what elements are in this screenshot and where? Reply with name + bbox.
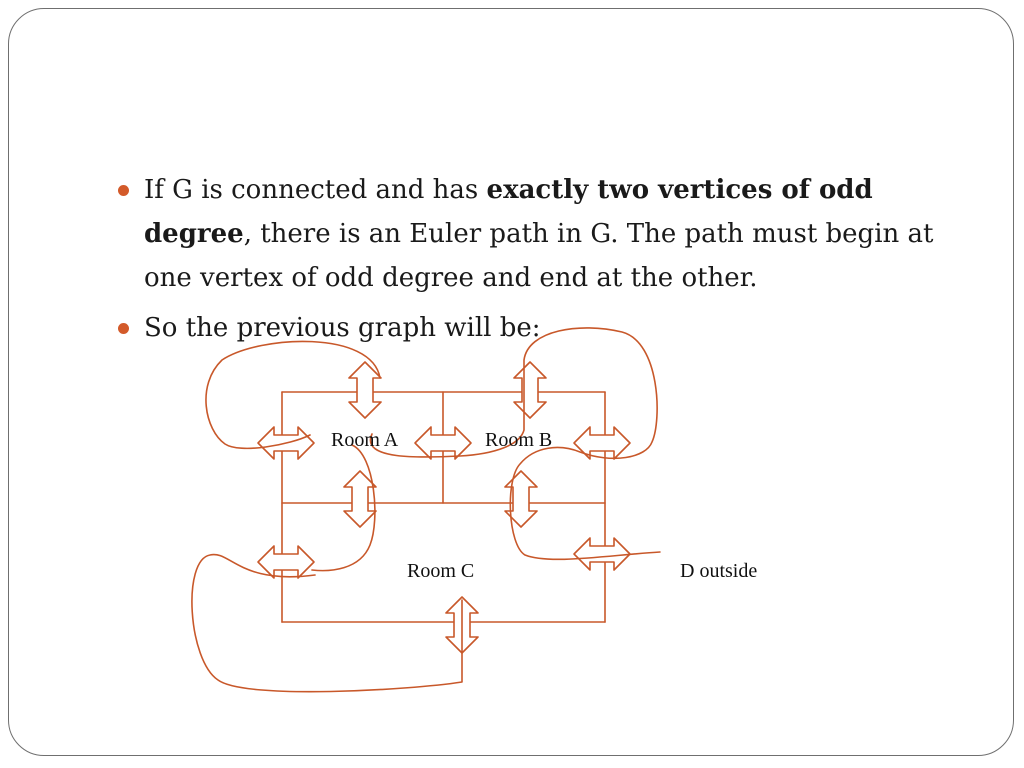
door-arrow-icon	[573, 426, 631, 460]
bullet-list: If G is connected and has exactly two ve…	[118, 168, 938, 356]
bullet-bold-phrase: exactly two vertices of odd degree	[144, 175, 873, 249]
door-arrow-icon	[257, 545, 315, 579]
room-b-label: Room B	[485, 429, 552, 451]
bullet-dot-icon	[118, 323, 129, 334]
bullet-item-previous-graph: So the previous graph will be:	[118, 306, 938, 350]
door-arrow-icon	[513, 361, 547, 419]
bullet-text-after: , there is an Euler path in G. The path …	[144, 219, 934, 293]
door-arrow-icon	[573, 537, 631, 571]
room-a-label: Room A	[331, 429, 399, 451]
door-arrows	[257, 361, 631, 654]
bullet-item-euler-path: If G is connected and has exactly two ve…	[118, 168, 938, 300]
bullet-dot-icon	[118, 185, 129, 196]
door-arrow-icon	[348, 361, 382, 419]
bullet-text: So the previous graph will be:	[144, 313, 541, 343]
outside-label: D outside	[680, 560, 757, 582]
slide-frame	[8, 8, 1014, 756]
euler-path-curve	[191, 327, 661, 693]
room-walls	[281, 391, 606, 623]
bullet-text-before: If G is connected and has	[144, 175, 487, 205]
room-c-label: Room C	[407, 560, 474, 582]
